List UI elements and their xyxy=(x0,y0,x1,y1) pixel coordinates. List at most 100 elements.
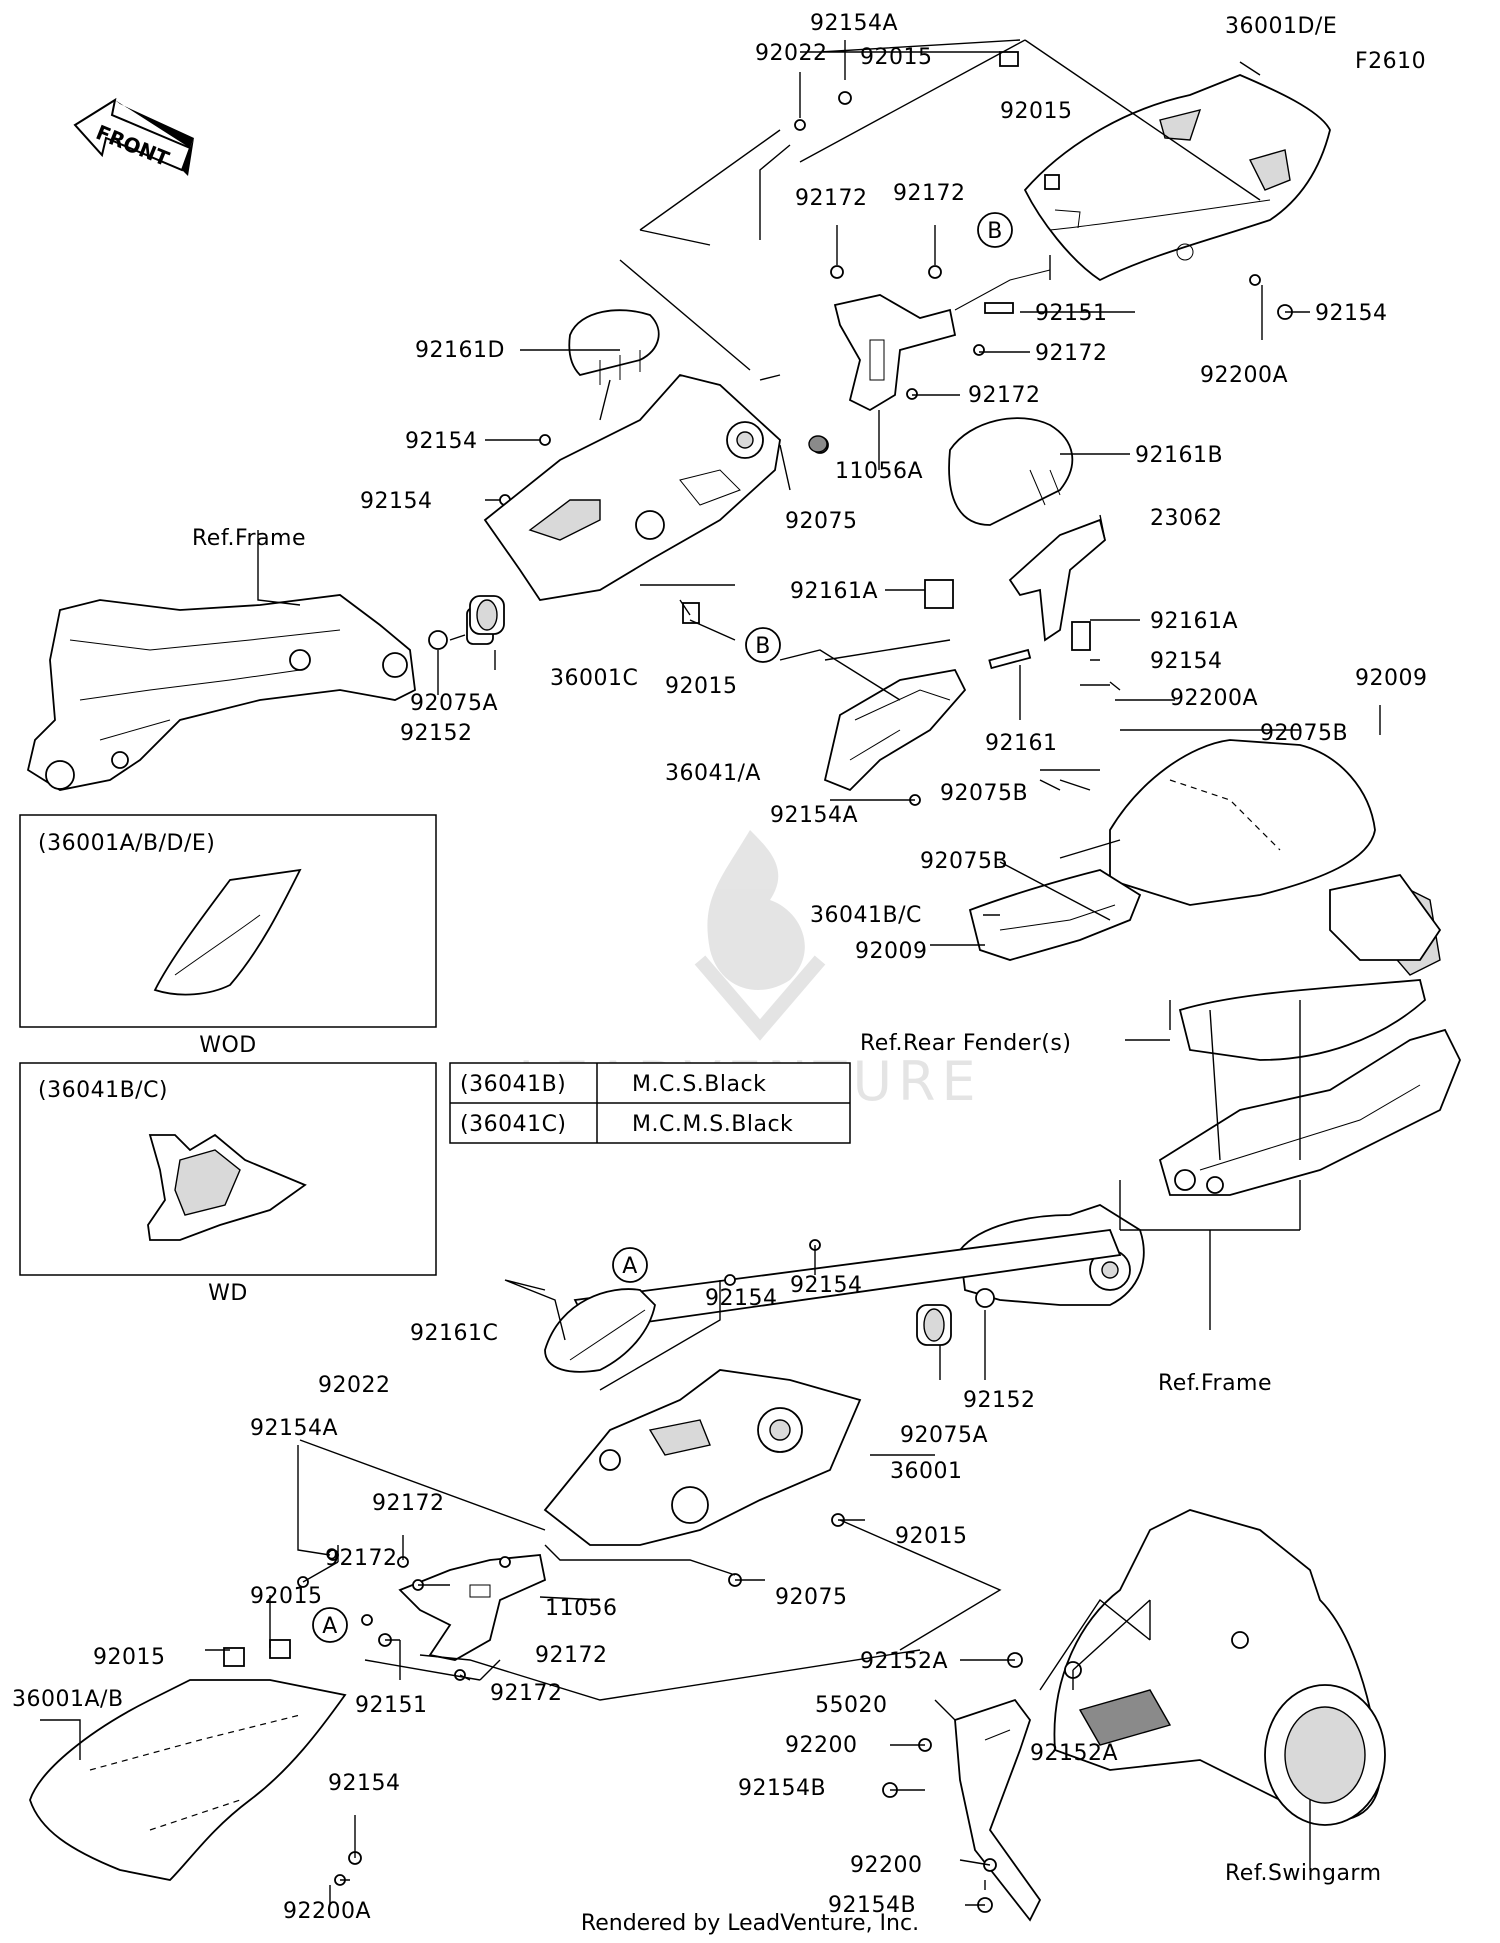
label-92154: 92154 xyxy=(1150,649,1223,674)
label-92200A: 92200A xyxy=(1170,686,1258,711)
pad-92161A-left xyxy=(924,579,954,609)
swingarm xyxy=(1053,1509,1386,1826)
label-92154: 92154 xyxy=(328,1771,401,1796)
label-92151: 92151 xyxy=(1035,301,1108,326)
inset-wod-title: (36001A/B/D/E) xyxy=(38,831,215,856)
label-36041A: 36041/A xyxy=(665,761,761,786)
inset-wd: (36041B/C) WD xyxy=(19,1062,437,1306)
license-holder-55020 xyxy=(954,1698,1042,1922)
label-36001AB: 36001A/B xyxy=(12,1687,124,1712)
label-92172: 92172 xyxy=(535,1643,608,1668)
inset-wod: (36001A/B/D/E) WOD xyxy=(19,814,437,1058)
label-92154: 92154 xyxy=(705,1286,778,1311)
label-92161D: 92161D xyxy=(415,338,505,363)
callout-a1: A xyxy=(612,1247,648,1283)
label-92200A: 92200A xyxy=(1200,363,1288,388)
tail-unit-36001 xyxy=(543,1369,862,1546)
label-92152A: 92152A xyxy=(860,1649,948,1674)
label-92200: 92200 xyxy=(850,1853,923,1878)
label-36001DE: 36001D/E xyxy=(1225,14,1337,39)
label-92154B: 92154B xyxy=(738,1776,826,1801)
label-36041BC: 36041B/C xyxy=(810,903,922,928)
label-92009: 92009 xyxy=(1355,666,1428,691)
lamp-92161C xyxy=(544,1288,656,1373)
label-92161A: 92161A xyxy=(1150,609,1238,634)
color-table: (36041B) M.C.S.Black (36041C) M.C.M.S.Bl… xyxy=(449,1062,851,1144)
label-92152: 92152 xyxy=(400,721,473,746)
svg-text:A: A xyxy=(322,1614,338,1639)
label-92161A: 92161A xyxy=(790,579,878,604)
color-table-part-1: (36041C) xyxy=(460,1112,567,1137)
label-23062: 23062 xyxy=(1150,506,1223,531)
rear-frame-right xyxy=(1158,1028,1461,1196)
label-92161: 92161 xyxy=(985,731,1058,756)
callout-b2: B xyxy=(745,627,781,663)
label-92200: 92200 xyxy=(785,1733,858,1758)
tail-cover-36001AB xyxy=(29,1679,347,1881)
label-ref-frame: Ref.Frame xyxy=(192,526,306,551)
footer-credit: Rendered by LeadVenture, Inc. xyxy=(581,1911,919,1936)
part-labels: 92154A 92022 92015 36001D/E 92015 92172 … xyxy=(12,11,1428,1924)
label-92154: 92154 xyxy=(790,1273,863,1298)
bracket-23062 xyxy=(1008,518,1107,642)
rear-cowl xyxy=(1109,739,1376,906)
label-92161C: 92161C xyxy=(410,1321,498,1346)
label-ref-swingarm: Ref.Swingarm xyxy=(1225,1861,1382,1886)
label-92022: 92022 xyxy=(755,41,828,66)
lamp-92161B xyxy=(948,417,1074,526)
under-cowl-36041BC xyxy=(968,869,1142,961)
front-arrow-icon: FRONT xyxy=(73,97,194,176)
bracket-36041A xyxy=(823,668,967,792)
color-table-color-1: M.C.M.S.Black xyxy=(632,1112,793,1137)
label-92075B: 92075B xyxy=(920,849,1008,874)
color-table-part-0: (36041B) xyxy=(460,1072,566,1097)
label-92152A: 92152A xyxy=(1030,1741,1118,1766)
stud-92161 xyxy=(988,648,1032,670)
figure-code: F2610 xyxy=(1355,49,1426,74)
label-11056A: 11056A xyxy=(835,459,923,484)
label-92172: 92172 xyxy=(968,383,1041,408)
label-92200A: 92200A xyxy=(283,1899,371,1924)
pad-92161A-right xyxy=(1071,621,1091,651)
label-92151: 92151 xyxy=(355,1693,428,1718)
label-92015: 92015 xyxy=(665,674,738,699)
label-36001C: 36001C xyxy=(550,666,638,691)
label-92172: 92172 xyxy=(490,1681,563,1706)
label-92172: 92172 xyxy=(325,1546,398,1571)
svg-text:A: A xyxy=(622,1254,638,1279)
label-92154: 92154 xyxy=(360,489,433,514)
label-92015: 92015 xyxy=(895,1524,968,1549)
collars-left xyxy=(223,1639,291,1667)
label-92172: 92172 xyxy=(1035,341,1108,366)
label-92154: 92154 xyxy=(405,429,478,454)
leader-lines xyxy=(40,39,1381,1906)
label-92009: 92009 xyxy=(855,939,928,964)
inset-wd-caption: WD xyxy=(208,1281,248,1306)
label-36001: 36001 xyxy=(890,1459,963,1484)
callout-a2: A xyxy=(312,1607,348,1643)
callout-b1: B xyxy=(977,212,1013,248)
label-92154A: 92154A xyxy=(810,11,898,36)
tail-unit-36001C xyxy=(483,373,781,601)
label-ref-frame: Ref.Frame xyxy=(1158,1371,1272,1396)
tail-cover-upper-right xyxy=(1023,74,1331,282)
lamp-92161D xyxy=(568,309,660,385)
label-92015: 92015 xyxy=(1000,99,1073,124)
label-92015: 92015 xyxy=(93,1645,166,1670)
label-92015: 92015 xyxy=(860,45,933,70)
label-92154A: 92154A xyxy=(770,803,858,828)
label-92172: 92172 xyxy=(893,181,966,206)
label-92172: 92172 xyxy=(372,1491,445,1516)
label-92075A: 92075A xyxy=(900,1423,988,1448)
label-92154: 92154 xyxy=(1315,301,1388,326)
grommet-92075A-lower xyxy=(916,1304,952,1346)
grommet-92075A xyxy=(469,595,505,635)
inset-wod-caption: WOD xyxy=(199,1033,257,1058)
rear-frame-left xyxy=(26,594,416,791)
label-92075B: 92075B xyxy=(940,781,1028,806)
label-92152: 92152 xyxy=(963,1388,1036,1413)
label-92075: 92075 xyxy=(785,509,858,534)
label-92075: 92075 xyxy=(775,1585,848,1610)
